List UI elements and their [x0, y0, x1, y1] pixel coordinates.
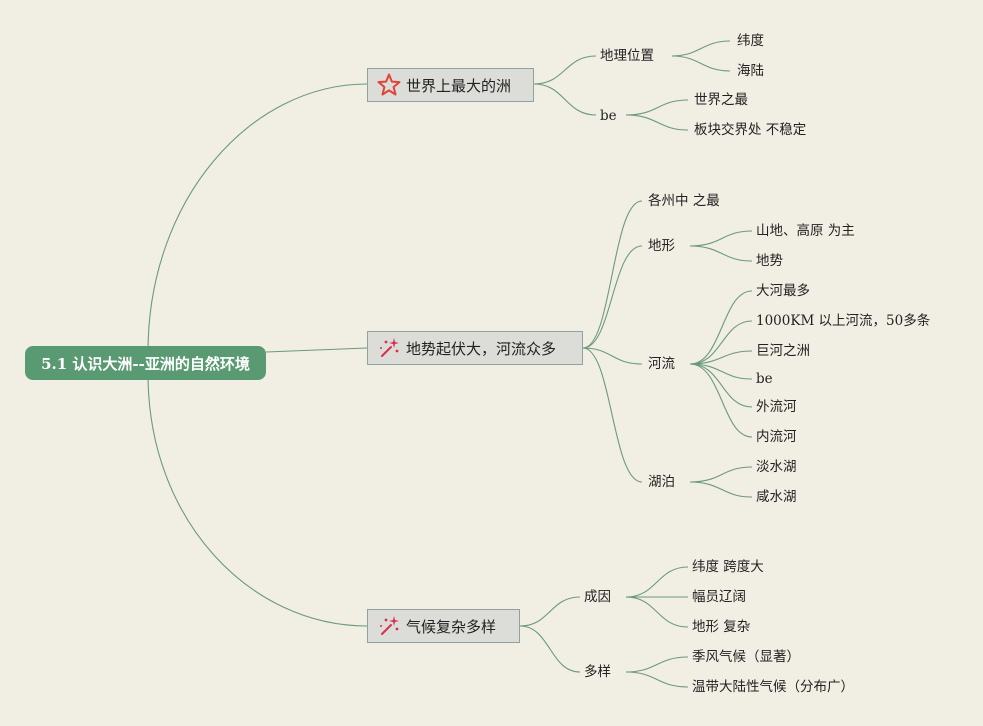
subtopic-superlative[interactable]: 各州中 之最 — [648, 193, 720, 209]
topic-largest-continent[interactable]: 世界上最大的洲 — [367, 68, 534, 102]
subtopic-terrain[interactable]: 地形 — [648, 238, 675, 254]
leaf-continental[interactable]: 温带大陆性气候（分布广） — [692, 679, 854, 695]
leaf-freshwater-lake[interactable]: 淡水湖 — [756, 459, 797, 475]
leaf-latitude[interactable]: 纬度 — [737, 33, 764, 49]
link-lakes-salt — [689, 481, 753, 498]
subtopic-location[interactable]: 地理位置 — [600, 48, 654, 64]
topic-terrain-rivers[interactable]: 地势起伏大，河流众多 — [367, 331, 583, 365]
subtopic-lakes[interactable]: 湖泊 — [648, 474, 675, 490]
link-diversity-2 — [625, 671, 689, 688]
link-rivers-3 — [689, 350, 753, 365]
link-rivers-2 — [689, 320, 753, 365]
leaf-river-4[interactable]: be — [756, 371, 773, 387]
link-diversity-1 — [625, 656, 689, 673]
link-rivers-5 — [689, 363, 753, 408]
leaf-world-most[interactable]: 世界之最 — [694, 92, 748, 108]
link-t1-location — [533, 55, 597, 85]
link-location-land-sea — [671, 55, 731, 72]
link-be-plate-boundary — [625, 114, 689, 131]
link-rivers-6 — [689, 363, 753, 438]
link-root-t1 — [147, 83, 368, 353]
link-location-latitude — [671, 40, 731, 57]
link-t3-diversity — [519, 625, 581, 673]
leaf-river-3[interactable]: 巨河之洲 — [756, 343, 810, 359]
leaf-river-6[interactable]: 内流河 — [756, 429, 797, 445]
subtopic-causes[interactable]: 成因 — [584, 589, 611, 605]
link-root-t2 — [265, 347, 368, 353]
link-t2-superlative — [582, 200, 643, 349]
link-rivers-1 — [689, 290, 753, 365]
leaf-cause-3[interactable]: 地形 复杂 — [692, 619, 751, 635]
leaf-saltwater-lake[interactable]: 咸水湖 — [756, 489, 797, 505]
topic-label: 气候复杂多样 — [406, 617, 497, 636]
topic-climate[interactable]: 气候复杂多样 — [367, 609, 520, 643]
topic-label: 地势起伏大，河流众多 — [406, 339, 557, 358]
sparkle-wand-icon — [376, 613, 402, 639]
link-t3-causes — [519, 596, 581, 627]
link-terrain-relief — [689, 245, 753, 262]
red-star-icon — [376, 72, 402, 98]
subtopic-be[interactable]: be — [600, 108, 617, 124]
subtopic-rivers[interactable]: 河流 — [648, 356, 675, 372]
leaf-river-5[interactable]: 外流河 — [756, 399, 797, 415]
link-t2-lakes — [582, 347, 643, 483]
leaf-monsoon[interactable]: 季风气候（显著） — [692, 649, 800, 665]
link-lakes-fresh — [689, 466, 753, 483]
link-causes-1 — [625, 566, 689, 598]
leaf-land-sea[interactable]: 海陆 — [737, 63, 764, 79]
link-t1-be — [533, 83, 597, 116]
link-t2-terrain — [582, 245, 643, 349]
leaf-river-2[interactable]: 1000KM 以上河流，50多条 — [756, 313, 931, 329]
subtopic-diversity[interactable]: 多样 — [584, 664, 611, 680]
root-topic[interactable]: 5.1 认识大洲--亚洲的自然环境 — [25, 346, 266, 380]
link-be-world-most — [625, 99, 689, 116]
link-causes-3 — [625, 596, 689, 628]
leaf-river-1[interactable]: 大河最多 — [756, 283, 810, 299]
leaf-cause-2[interactable]: 幅员辽阔 — [692, 589, 746, 605]
link-rivers-4 — [689, 363, 753, 380]
leaf-mountains-plateaus[interactable]: 山地、高原 为主 — [756, 223, 855, 239]
leaf-cause-1[interactable]: 纬度 跨度大 — [692, 559, 764, 575]
sparkle-wand-icon — [376, 335, 402, 361]
leaf-relief[interactable]: 地势 — [756, 253, 783, 269]
link-terrain-mountain — [689, 230, 753, 247]
link-t2-rivers — [582, 347, 643, 365]
leaf-plate-boundary[interactable]: 板块交界处 不稳定 — [694, 122, 807, 138]
link-root-t3 — [147, 373, 368, 627]
topic-label: 世界上最大的洲 — [406, 76, 512, 95]
